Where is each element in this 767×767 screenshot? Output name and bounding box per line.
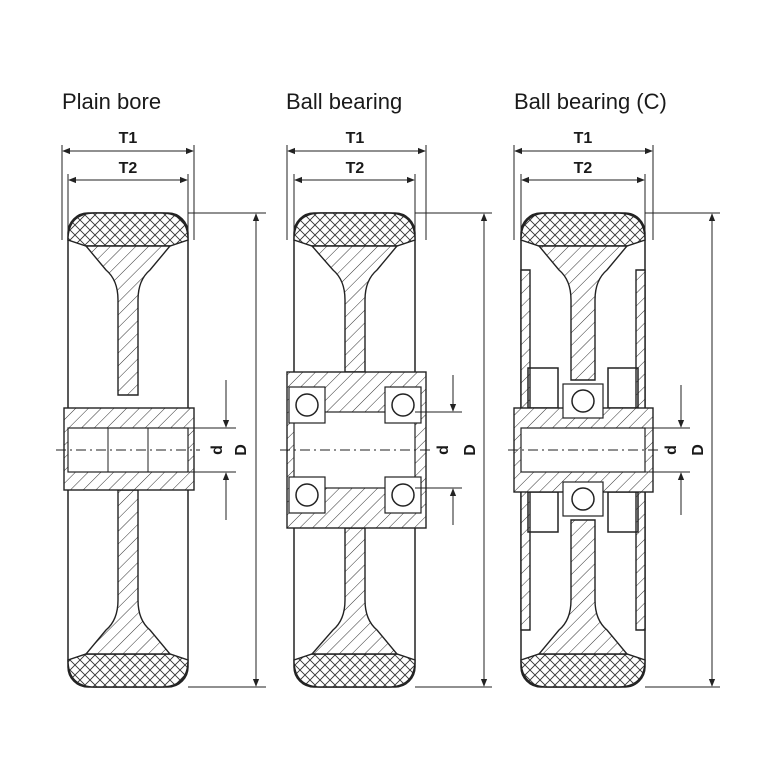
tyre-tread-bottom — [293, 653, 416, 688]
wheel-web-top — [537, 245, 629, 381]
panel-title: Ball bearing — [286, 89, 402, 114]
t2-label: T2 — [119, 160, 138, 177]
d-label: d — [435, 445, 452, 455]
bearing-housing — [384, 476, 422, 514]
bearing-ball — [391, 483, 415, 507]
hub-collar — [607, 491, 639, 533]
D-label: D — [233, 444, 250, 456]
wheel-web-bottom — [310, 527, 399, 655]
wheel-web-bottom — [537, 519, 629, 655]
bearing-housing — [288, 386, 326, 424]
bearing-housing — [384, 386, 422, 424]
bearing-housing — [562, 481, 604, 517]
bore — [67, 427, 189, 473]
panel-title: Plain bore — [62, 89, 161, 114]
wheel-web-top — [310, 245, 399, 373]
bearing-ball — [295, 393, 319, 417]
tyre-tread-bottom — [520, 653, 646, 688]
tyre-tread-top — [520, 212, 646, 247]
t1-label: T1 — [574, 130, 593, 147]
tyre-tread-bottom — [67, 653, 189, 688]
t1-label: T1 — [119, 130, 138, 147]
bearing-ball — [571, 487, 595, 511]
bearing-ball — [391, 393, 415, 417]
bearing-housing — [562, 383, 604, 419]
bearing-housing — [288, 476, 326, 514]
hub-collar — [527, 367, 559, 409]
t1-label: T1 — [346, 130, 365, 147]
wheel-web-top — [84, 245, 172, 396]
bearing-ball — [295, 483, 319, 507]
panel-title: Ball bearing (C) — [514, 89, 667, 114]
tyre-tread-top — [293, 212, 416, 247]
D-label: D — [690, 444, 707, 456]
hub-collar — [527, 491, 559, 533]
bearing-ball — [571, 389, 595, 413]
d-label: d — [663, 445, 680, 455]
t2-label: T2 — [574, 160, 593, 177]
panel-ball-bearing-c: Ball bearing (C) T1 T2 d — [508, 89, 720, 688]
tyre-tread-top — [67, 212, 189, 247]
d-label: d — [209, 445, 226, 455]
panel-plain-bore: Plain bore T1 T2 d D — [56, 89, 266, 688]
panel-ball-bearing: Ball bearing T1 T2 d — [280, 89, 492, 688]
D-label: D — [462, 444, 479, 456]
t2-label: T2 — [346, 160, 365, 177]
wheel-web-bottom — [84, 489, 172, 655]
hub-collar — [607, 367, 639, 409]
